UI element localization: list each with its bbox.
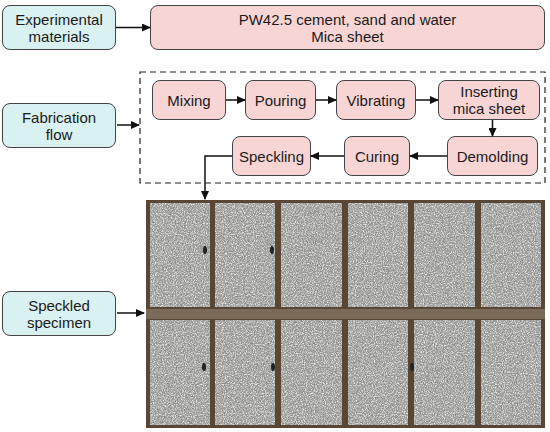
process-box: Curing	[344, 136, 410, 176]
layout-arrow	[205, 156, 232, 199]
node-text: Speckling	[239, 148, 304, 165]
node-text: Mica sheet	[311, 28, 384, 45]
flow-arrow	[116, 27, 150, 29]
node-text: Pouring	[255, 92, 307, 109]
process-box: Speckling	[232, 136, 311, 176]
flow-arrow	[410, 155, 447, 157]
layout-arrow	[117, 312, 144, 314]
category-box: Experimental materials	[2, 5, 116, 50]
node-text: Vibrating	[347, 92, 406, 109]
process-box: Vibrating	[336, 80, 416, 120]
flow-arrow	[316, 99, 336, 101]
flow-arrow	[492, 120, 494, 136]
node-text: PW42.5 cement, sand and water	[239, 11, 457, 28]
node-text: Inserting mica sheet	[443, 83, 535, 117]
process-box: Demolding	[447, 136, 538, 176]
layout-arrow	[117, 124, 139, 126]
process-box: Pouring	[245, 80, 316, 120]
process-box: Mixing	[152, 80, 226, 120]
node-text: Curing	[355, 148, 399, 165]
node-text: Speckled specimen	[7, 297, 111, 331]
dashed-group-frame	[140, 72, 545, 183]
node-text: Fabrication flow	[7, 109, 111, 143]
category-box: Fabrication flow	[2, 103, 116, 148]
node-text: Demolding	[457, 148, 529, 165]
node-text: Mixing	[167, 92, 210, 109]
flow-arrow	[416, 99, 438, 101]
flow-arrow	[226, 99, 245, 101]
flow-arrow	[311, 155, 344, 157]
process-box: Inserting mica sheet	[438, 80, 540, 120]
category-box: Speckled specimen	[2, 291, 116, 336]
specimen-photo	[146, 200, 545, 428]
node-text: Experimental materials	[7, 11, 111, 45]
materials-box: PW42.5 cement, sand and waterMica sheet	[150, 5, 545, 50]
